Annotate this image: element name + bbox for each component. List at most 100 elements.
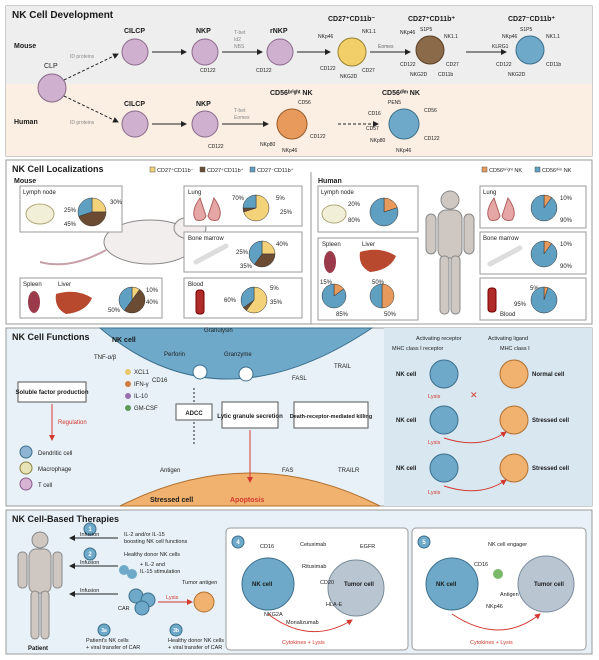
lung-icon-mouse bbox=[193, 196, 221, 221]
pie-slice-human-data-blood-1 bbox=[530, 286, 558, 314]
mouse-s2-cd27: CD27 bbox=[446, 62, 459, 68]
death-receptor-box bbox=[293, 401, 369, 429]
step-3a-number: 3a bbox=[101, 628, 107, 634]
mouse-s2-s1p5: S1P5 bbox=[420, 27, 432, 33]
xcl1-dot bbox=[125, 369, 131, 375]
pie-label-mouse-data-bone_marrow-2: 40% bbox=[276, 242, 289, 248]
xcl1-label: XCL1 bbox=[134, 370, 150, 376]
apoptosis-label: Apoptosis bbox=[230, 497, 264, 504]
blood-tube-icon-mouse bbox=[195, 289, 205, 315]
liver-icon-mouse bbox=[55, 291, 92, 314]
gmcsf-dot bbox=[125, 405, 131, 411]
mouse-nkp-cd122: CD122 bbox=[200, 68, 216, 74]
nk-cell-stressed-1 bbox=[429, 405, 459, 435]
step-3b-number: 3b bbox=[173, 628, 179, 634]
no-lysis-cross-icon: ✕ bbox=[470, 390, 478, 400]
pie-label-mouse-data-spleen-1: 50% bbox=[108, 308, 121, 314]
mouse-cd27-cd11b-pos-cell bbox=[415, 35, 445, 65]
mouse-s2-nkg2d: NKG2D bbox=[410, 72, 428, 78]
human-s1-nkp80: NKp80 bbox=[260, 142, 276, 148]
pie-slice-mouse-data-lymph_node-1 bbox=[78, 211, 107, 227]
human-s2-cd16: CD16 bbox=[368, 111, 381, 117]
mouse-s2-nk11: NK1.1 bbox=[444, 34, 458, 40]
soluble-factor-label: Soluble factor production bbox=[16, 390, 89, 396]
mouse-blood-label: Blood bbox=[188, 282, 203, 288]
pie-label-human-data-lymph_node-0: 20% bbox=[348, 202, 361, 208]
nbs-label-mouse: NBS bbox=[234, 44, 245, 50]
therapy5-tumor-cell bbox=[517, 555, 575, 613]
mouse-lung-label: Lung bbox=[188, 190, 201, 196]
pie-label-mouse-data-spleen-2: 40% bbox=[146, 300, 159, 306]
mouse-s3-klrg1: KLRG1 bbox=[492, 44, 509, 50]
mouse-s3-nk11: NK1.1 bbox=[546, 34, 560, 40]
therapy4-cytokines-label: Cytokines + Lysis bbox=[282, 640, 325, 646]
step-4-badge bbox=[231, 535, 245, 549]
localization-title: NK Cell Localizations bbox=[12, 164, 104, 174]
human-bone-marrow-box bbox=[479, 231, 587, 275]
tbet-label-human: T-bet bbox=[234, 108, 246, 114]
engager-molecule bbox=[493, 569, 503, 579]
mouse-s3-cd122: CD122 bbox=[496, 62, 512, 68]
legend-mouse-2: CD27⁺CD11b⁺ bbox=[207, 167, 244, 174]
pie-label-human-data-spleen-1: 85% bbox=[336, 312, 349, 318]
pie-label-human-data-blood-0: 5% bbox=[530, 286, 539, 292]
therapy5-lysis-arrow bbox=[451, 613, 541, 631]
pie-label-mouse-data-lymph_node-0: 25% bbox=[64, 208, 77, 214]
blood-tube-icon-human bbox=[487, 287, 497, 313]
step-2-badge bbox=[83, 547, 97, 561]
eomes-label-mouse: Eomes bbox=[378, 44, 394, 50]
dendritic-cell-icon bbox=[19, 445, 33, 459]
legend-human-1: CD56ᵇʳⁱᵍʰᵗ NK bbox=[489, 166, 522, 174]
mouse-spleen-label: Spleen bbox=[23, 282, 42, 288]
id2-label-mouse: Id2 bbox=[234, 37, 241, 43]
perforin-label: Perforin bbox=[164, 352, 185, 358]
human-cd56bright-cell bbox=[276, 108, 308, 140]
cd20-label: CD20 bbox=[320, 580, 334, 586]
lysis-label-stressed-1: Lysis bbox=[428, 440, 441, 446]
pie-label-human-data-lung-0: 10% bbox=[560, 196, 573, 202]
functions-right-panel bbox=[384, 328, 592, 506]
stressed-cell-large-label: Stressed cell bbox=[150, 497, 193, 504]
clp-cell bbox=[37, 73, 67, 103]
human-blood-label: Blood bbox=[500, 312, 515, 318]
mouse-s1-nkg2d: NKG2D bbox=[340, 74, 358, 80]
pie-slice-human-data-liver-0 bbox=[381, 283, 395, 309]
activating-receptor-label: Activating receptor bbox=[416, 336, 462, 342]
mouse-cilcp-label: CILCP bbox=[124, 28, 145, 35]
t-cell-icon bbox=[19, 477, 33, 491]
infusion-label-1: Infusion bbox=[80, 532, 99, 538]
soluble-factor-box bbox=[17, 381, 87, 403]
death-receptor-label: Death-receptor-mediated killing bbox=[290, 414, 373, 420]
therapy4-tumor-label: Tumor cell bbox=[344, 582, 374, 588]
mouse-s3-s1p5: S1P5 bbox=[520, 27, 532, 33]
tbet-label-mouse: T-bet bbox=[234, 30, 246, 36]
therapy5-cytokines-label: Cytokines + Lysis bbox=[470, 640, 513, 646]
stressed-cell-row-1: NK cell Stressed cell Lysis bbox=[396, 405, 569, 446]
pie-label-human-data-lymph_node-1: 80% bbox=[348, 218, 361, 224]
monalizumab-label: Monalizumab bbox=[286, 620, 319, 626]
therapy4-nk-cell bbox=[241, 557, 295, 611]
stressed-target-cell-2 bbox=[499, 453, 529, 483]
nk-cell-label-stressed-2: NK cell bbox=[396, 466, 417, 472]
human-s2-cd57: CD57 bbox=[366, 126, 379, 132]
normal-target-cell bbox=[499, 359, 529, 389]
nk-cell-label-normal: NK cell bbox=[396, 372, 417, 378]
car-lysis-label: Lysis bbox=[166, 595, 179, 601]
dendritic-label: Dendritic cell bbox=[38, 451, 72, 457]
step-5-number: 5 bbox=[422, 540, 426, 546]
human-s1-cd122: CD122 bbox=[310, 134, 326, 140]
pie-slice-mouse-data-blood-0 bbox=[246, 286, 268, 314]
legend-swatch-human-2 bbox=[534, 166, 541, 173]
step-5-badge bbox=[417, 535, 431, 549]
eomes-label-human: Eomes bbox=[234, 115, 250, 121]
pie-slice-human-data-bone_marrow-1 bbox=[530, 240, 558, 268]
pie-slice-human-data-lymph_node-1 bbox=[369, 197, 399, 227]
pie-slice-mouse-data-lymph_node-2 bbox=[77, 197, 93, 217]
granule-1 bbox=[192, 364, 208, 380]
human-nkp-cd122: CD122 bbox=[208, 144, 224, 150]
nk-cell-normal bbox=[429, 359, 459, 389]
pie-label-mouse-data-blood-0: 60% bbox=[224, 298, 237, 304]
il10-dot bbox=[125, 393, 131, 399]
legend-swatch-mouse-3 bbox=[249, 166, 256, 173]
